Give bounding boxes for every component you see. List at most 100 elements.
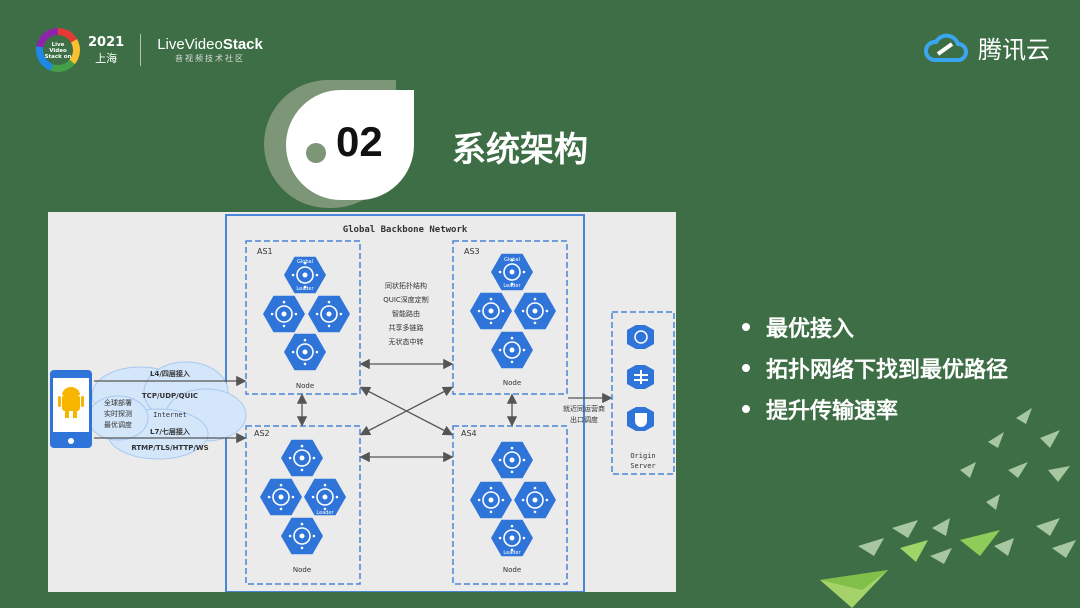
- node-ring-icon: [272, 488, 290, 506]
- architecture-diagram: Global Backbone Network AS1 AS2 AS3 AS4 …: [48, 212, 676, 593]
- node-tick-dot: [533, 297, 537, 301]
- node-tick-dot: [522, 458, 526, 462]
- event-badge-icon: Live Video Stack on: [36, 28, 80, 72]
- node-ring-icon: [296, 266, 314, 284]
- feature-2: QUIC深度定制: [383, 295, 429, 304]
- node-tick-dot: [312, 456, 316, 460]
- node-tick-dot: [522, 348, 526, 352]
- as4-node-label: Node: [503, 566, 521, 574]
- node-ring-icon: [296, 343, 314, 361]
- as2-leader-tag: Leader: [316, 510, 334, 516]
- node-tick-dot: [521, 498, 525, 502]
- key-point-text: 提升传输速率: [766, 398, 899, 424]
- node-ring-icon: [526, 302, 544, 320]
- node-tick-dot: [282, 324, 286, 328]
- node-tick-dot: [510, 470, 514, 474]
- arrow-as3-as2: [359, 386, 454, 436]
- bullet-dot-icon: [742, 363, 750, 372]
- node-core-dot: [509, 457, 515, 463]
- node-tick-dot: [303, 362, 307, 366]
- feature-5: 无状态中转: [389, 337, 424, 346]
- key-point: 拓扑网络下找到最优路径: [742, 347, 1008, 388]
- internet-label: Internet: [153, 411, 187, 419]
- event-badge-text: Live Video Stack on: [43, 35, 73, 65]
- brand-bold: Stack: [222, 36, 263, 53]
- brand-prefix: L: [157, 36, 166, 53]
- node-ring-icon: [526, 491, 544, 509]
- node-tick-dot: [498, 536, 502, 540]
- event-city: 上海: [95, 51, 118, 65]
- node-ring-icon: [275, 305, 293, 323]
- tcp-label: TCP/UDP/QUIC: [142, 392, 198, 400]
- node-core-dot: [488, 497, 494, 503]
- node-tick-dot: [282, 300, 286, 304]
- leaf-dot: [306, 143, 326, 163]
- node-tick-dot: [291, 350, 295, 354]
- node-ring-icon: [503, 529, 521, 547]
- node-tick-dot: [327, 300, 331, 304]
- node-tick-dot: [510, 336, 514, 340]
- node-tick-dot: [510, 360, 514, 364]
- origin-label-1: Origin: [630, 452, 655, 460]
- brand-subtitle: 音视频技术社区: [175, 54, 246, 63]
- node-tick-dot: [270, 312, 274, 316]
- key-points-list: 最优接入 拓扑网络下找到最优路径 提升传输速率: [742, 306, 1008, 429]
- node-core-dot: [509, 535, 515, 541]
- as4-label: AS4: [461, 429, 477, 438]
- leaf-shape: [286, 90, 414, 200]
- node-tick-dot: [327, 324, 331, 328]
- node-tick-dot: [267, 495, 271, 499]
- tencent-cloud-name: 腾讯云: [978, 36, 1050, 64]
- node-tick-dot: [303, 285, 307, 289]
- node-tick-dot: [510, 258, 514, 262]
- node-tick-dot: [498, 270, 502, 274]
- node-tick-dot: [315, 350, 319, 354]
- cloud-text-1: 全球部署: [104, 398, 132, 407]
- section-number: 02: [336, 118, 383, 165]
- node-tick-dot: [303, 338, 307, 342]
- as1-global-tag: Global: [297, 259, 313, 265]
- node-ring-icon: [482, 302, 500, 320]
- node-tick-dot: [533, 321, 537, 325]
- node-tick-dot: [279, 483, 283, 487]
- node-tick-dot: [489, 297, 493, 301]
- node-tick-dot: [510, 548, 514, 552]
- bullet-dot-icon: [742, 322, 750, 331]
- key-point: 最优接入: [742, 306, 1008, 347]
- key-point-text: 拓扑网络下找到最优路径: [766, 357, 1009, 383]
- node-ring-icon: [482, 491, 500, 509]
- cloud-text-3: 最优调度: [104, 420, 132, 429]
- node-tick-dot: [510, 446, 514, 450]
- brand-main: iveVideo: [165, 36, 223, 53]
- origin-label-2: Server: [630, 462, 655, 470]
- node-tick-dot: [533, 510, 537, 514]
- node-tick-dot: [300, 522, 304, 526]
- feature-3: 智能路由: [392, 309, 420, 318]
- as1-leader-tag: Leader: [296, 286, 314, 292]
- node-tick-dot: [300, 444, 304, 448]
- node-tick-dot: [339, 312, 343, 316]
- feature-1: 同状拓扑结构: [385, 281, 427, 290]
- node-tick-dot: [288, 534, 292, 538]
- mobile-device-icon: [50, 370, 92, 448]
- as3-label: AS3: [464, 247, 480, 256]
- node-tick-dot: [279, 507, 283, 511]
- node-tick-dot: [291, 273, 295, 277]
- node-tick-dot: [312, 534, 316, 538]
- node-ring-icon: [293, 449, 311, 467]
- node-tick-dot: [501, 498, 505, 502]
- node-tick-dot: [311, 495, 315, 499]
- cloud-logo-icon: [924, 33, 968, 62]
- logo-divider: [140, 34, 142, 66]
- key-point-text: 最优接入: [766, 316, 855, 342]
- event-year: 2021: [88, 34, 125, 50]
- node-tick-dot: [477, 498, 481, 502]
- tencent-cloud-logo: 腾讯云: [922, 30, 1050, 65]
- as3-node-label: Node: [503, 379, 521, 387]
- cloud-text-2: 实时探测: [104, 409, 132, 418]
- node-core-dot: [532, 497, 538, 503]
- node-tick-dot: [545, 498, 549, 502]
- l4-label: L4/四层接入: [150, 369, 190, 378]
- as4-leader-tag: Leader: [503, 550, 521, 556]
